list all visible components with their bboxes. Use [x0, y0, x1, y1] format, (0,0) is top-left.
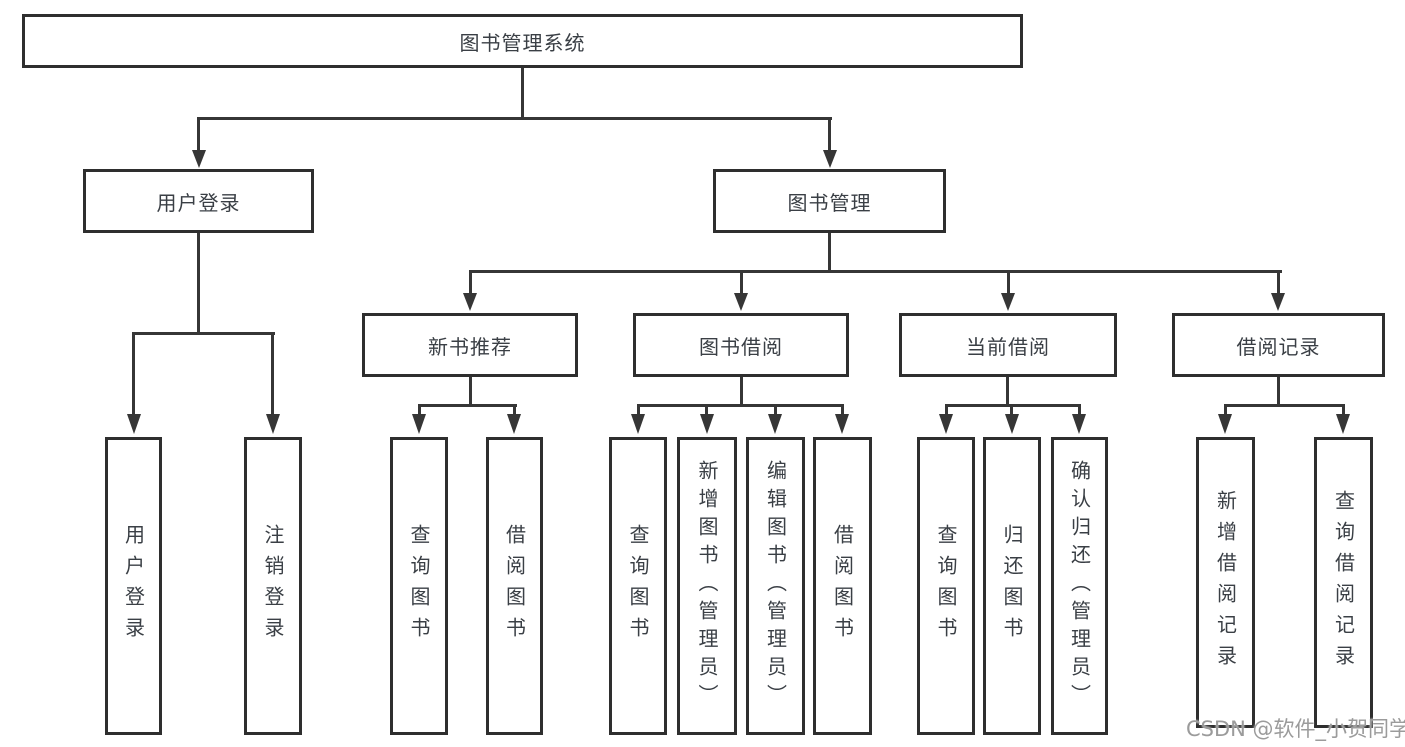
line-v — [271, 334, 274, 416]
arrowhead-down — [835, 414, 849, 434]
line-v — [197, 233, 200, 335]
line-h — [637, 404, 844, 407]
line-v — [469, 272, 472, 294]
line-v — [828, 233, 831, 273]
line-v — [828, 119, 831, 151]
line-v — [1078, 406, 1081, 416]
leaf-borrow-book-2: 借阅图书 — [813, 437, 872, 735]
leaf-query-book-1-label: 查询图书 — [407, 524, 431, 648]
arrowhead-down — [1072, 414, 1086, 434]
leaf-add-book-admin: 新增图书（管理员） — [677, 437, 737, 735]
arrowhead-down — [939, 414, 953, 434]
leaf-logout: 注销登录 — [244, 437, 302, 735]
leaf-confirm-return-admin-label: 确认归还（管理员） — [1067, 460, 1092, 712]
node-book-borrow: 图书借阅 — [633, 313, 849, 377]
line-h — [469, 270, 1282, 273]
line-h — [945, 404, 1081, 407]
arrowhead-down — [1005, 414, 1019, 434]
leaf-user-login: 用户登录 — [105, 437, 162, 735]
line-v — [637, 406, 640, 416]
line-v — [513, 406, 516, 416]
leaf-query-borrow-record-label: 查询借阅记录 — [1331, 489, 1356, 676]
arrowhead-down — [1271, 293, 1285, 311]
leaf-borrow-book-1-label: 借阅图书 — [502, 524, 527, 648]
line-v — [132, 334, 135, 416]
line-h — [418, 404, 517, 407]
arrowhead-down — [412, 414, 426, 434]
arrowhead-down — [768, 414, 782, 434]
node-user-login-label: 用户登录 — [156, 190, 241, 215]
node-book-borrow-label: 图书借阅 — [699, 334, 783, 359]
node-new-book-recommend: 新书推荐 — [362, 313, 578, 377]
leaf-query-borrow-record: 查询借阅记录 — [1314, 437, 1373, 728]
leaf-query-book-2-label: 查询图书 — [626, 524, 650, 648]
arrowhead-down — [266, 414, 280, 434]
leaf-return-book: 归还图书 — [983, 437, 1041, 735]
leaf-borrow-book-2-label: 借阅图书 — [830, 524, 855, 648]
arrowhead-down — [463, 293, 477, 311]
line-h — [1224, 404, 1345, 407]
arrowhead-down — [734, 293, 748, 311]
leaf-edit-book-admin-label: 编辑图书（管理员） — [763, 460, 788, 712]
line-v — [740, 272, 743, 294]
line-v — [1277, 272, 1280, 294]
leaf-edit-book-admin: 编辑图书（管理员） — [746, 437, 805, 735]
leaf-query-book-1: 查询图书 — [390, 437, 448, 735]
line-v — [1342, 406, 1345, 416]
line-v — [774, 406, 777, 416]
arrowhead-down — [1001, 293, 1015, 311]
leaf-query-book-3-label: 查询图书 — [934, 524, 958, 648]
arrowhead-down — [1218, 414, 1232, 434]
line-v — [197, 119, 200, 151]
arrowhead-down — [507, 414, 521, 434]
leaf-user-login-label: 用户登录 — [121, 524, 146, 648]
arrowhead-down — [192, 150, 206, 168]
arrowhead-down — [823, 150, 837, 168]
line-v — [418, 406, 421, 416]
line-h — [132, 332, 275, 335]
leaf-query-book-3: 查询图书 — [917, 437, 975, 735]
node-current-borrow-label: 当前借阅 — [966, 334, 1050, 359]
line-v — [705, 406, 708, 416]
line-v — [740, 377, 743, 407]
node-borrow-record-label: 借阅记录 — [1236, 334, 1321, 359]
leaf-add-borrow-record: 新增借阅记录 — [1196, 437, 1255, 728]
leaf-borrow-book-1: 借阅图书 — [486, 437, 543, 735]
node-root-label: 图书管理系统 — [459, 30, 586, 55]
arrowhead-down — [700, 414, 714, 434]
node-new-book-recommend-label: 新书推荐 — [428, 334, 512, 359]
leaf-return-book-label: 归还图书 — [1000, 524, 1024, 648]
leaf-query-book-2: 查询图书 — [609, 437, 667, 735]
line-v — [1006, 377, 1009, 407]
node-user-login: 用户登录 — [83, 169, 314, 233]
line-v — [1010, 406, 1013, 416]
node-book-management-label: 图书管理 — [787, 190, 872, 215]
node-book-management: 图书管理 — [713, 169, 946, 233]
arrowhead-down — [1336, 414, 1350, 434]
line-h — [197, 117, 832, 120]
line-v — [1007, 272, 1010, 294]
node-current-borrow: 当前借阅 — [899, 313, 1117, 377]
line-v — [1277, 377, 1280, 407]
watermark: CSDN @软件_小贺同学 — [1186, 717, 1405, 741]
node-borrow-record: 借阅记录 — [1172, 313, 1385, 377]
leaf-confirm-return-admin: 确认归还（管理员） — [1051, 437, 1108, 735]
line-v — [841, 406, 844, 416]
leaf-logout-label: 注销登录 — [261, 524, 285, 648]
arrowhead-down — [127, 414, 141, 434]
line-v — [945, 406, 948, 416]
line-v — [521, 68, 524, 120]
node-root: 图书管理系统 — [22, 14, 1023, 68]
line-v — [1224, 406, 1227, 416]
line-v — [469, 377, 472, 407]
leaf-add-borrow-record-label: 新增借阅记录 — [1213, 489, 1238, 676]
leaf-add-book-admin-label: 新增图书（管理员） — [695, 460, 719, 712]
arrowhead-down — [631, 414, 645, 434]
